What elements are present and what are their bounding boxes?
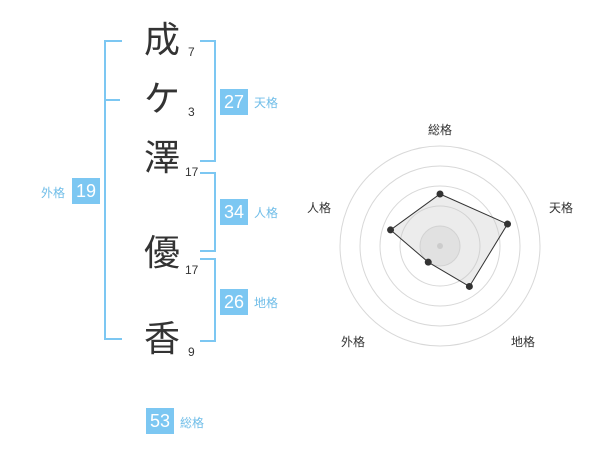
stroke-count-3: 17 [185,165,199,179]
radar-value-polygon [389,193,509,288]
chikaku-badge: 26 [220,289,248,315]
radar-chart [339,145,541,347]
tenkaku-label: 天格 [254,96,279,110]
stroke-count-4: 17 [185,263,199,277]
tenkaku-bracket [200,40,216,162]
stroke-count-5: 9 [188,345,195,359]
name-char-3: 澤 [143,138,180,179]
radar-point-5 [387,226,395,234]
radar-axis-label-gaikaku: 外格 [341,335,366,349]
radar-point-3 [465,282,473,290]
radar-axis-label-chikaku: 地格 [511,335,536,349]
radar-point-1 [436,190,444,198]
jinkaku-label: 人格 [254,206,279,220]
radar-ring [339,145,541,347]
name-char-1: 成 [143,20,180,61]
radar-axis-label-tenkaku: 天格 [549,201,574,215]
jinkaku-bracket [200,172,216,252]
soukaku-badge: 53 [146,408,174,434]
name-char-5: 香 [143,319,180,360]
radar-ring [359,165,521,327]
jinkaku-badge: 34 [220,199,248,225]
gaikaku-bracket [104,40,122,340]
chikaku-label: 地格 [254,296,279,310]
radar-point-2 [504,220,512,228]
name-char-2: ケ [143,79,180,120]
radar-ring [399,205,481,287]
gaikaku-label: 外格 [41,186,66,200]
soukaku-label: 総格 [180,416,205,430]
stroke-count-1: 7 [188,45,195,59]
stroke-count-2: 3 [188,105,195,119]
gaikaku-mid-tick [106,99,120,101]
radar-point-4 [424,258,432,266]
tenkaku-badge: 27 [220,89,248,115]
gaikaku-badge: 19 [72,178,100,204]
name-char-4: 優 [143,233,180,274]
radar-axis-label-soukaku: 総格 [428,123,453,137]
radar-axis-label-jinkaku: 人格 [307,201,332,215]
radar-center-dot [437,243,443,249]
chikaku-bracket [200,258,216,342]
radar-ring [379,185,501,307]
